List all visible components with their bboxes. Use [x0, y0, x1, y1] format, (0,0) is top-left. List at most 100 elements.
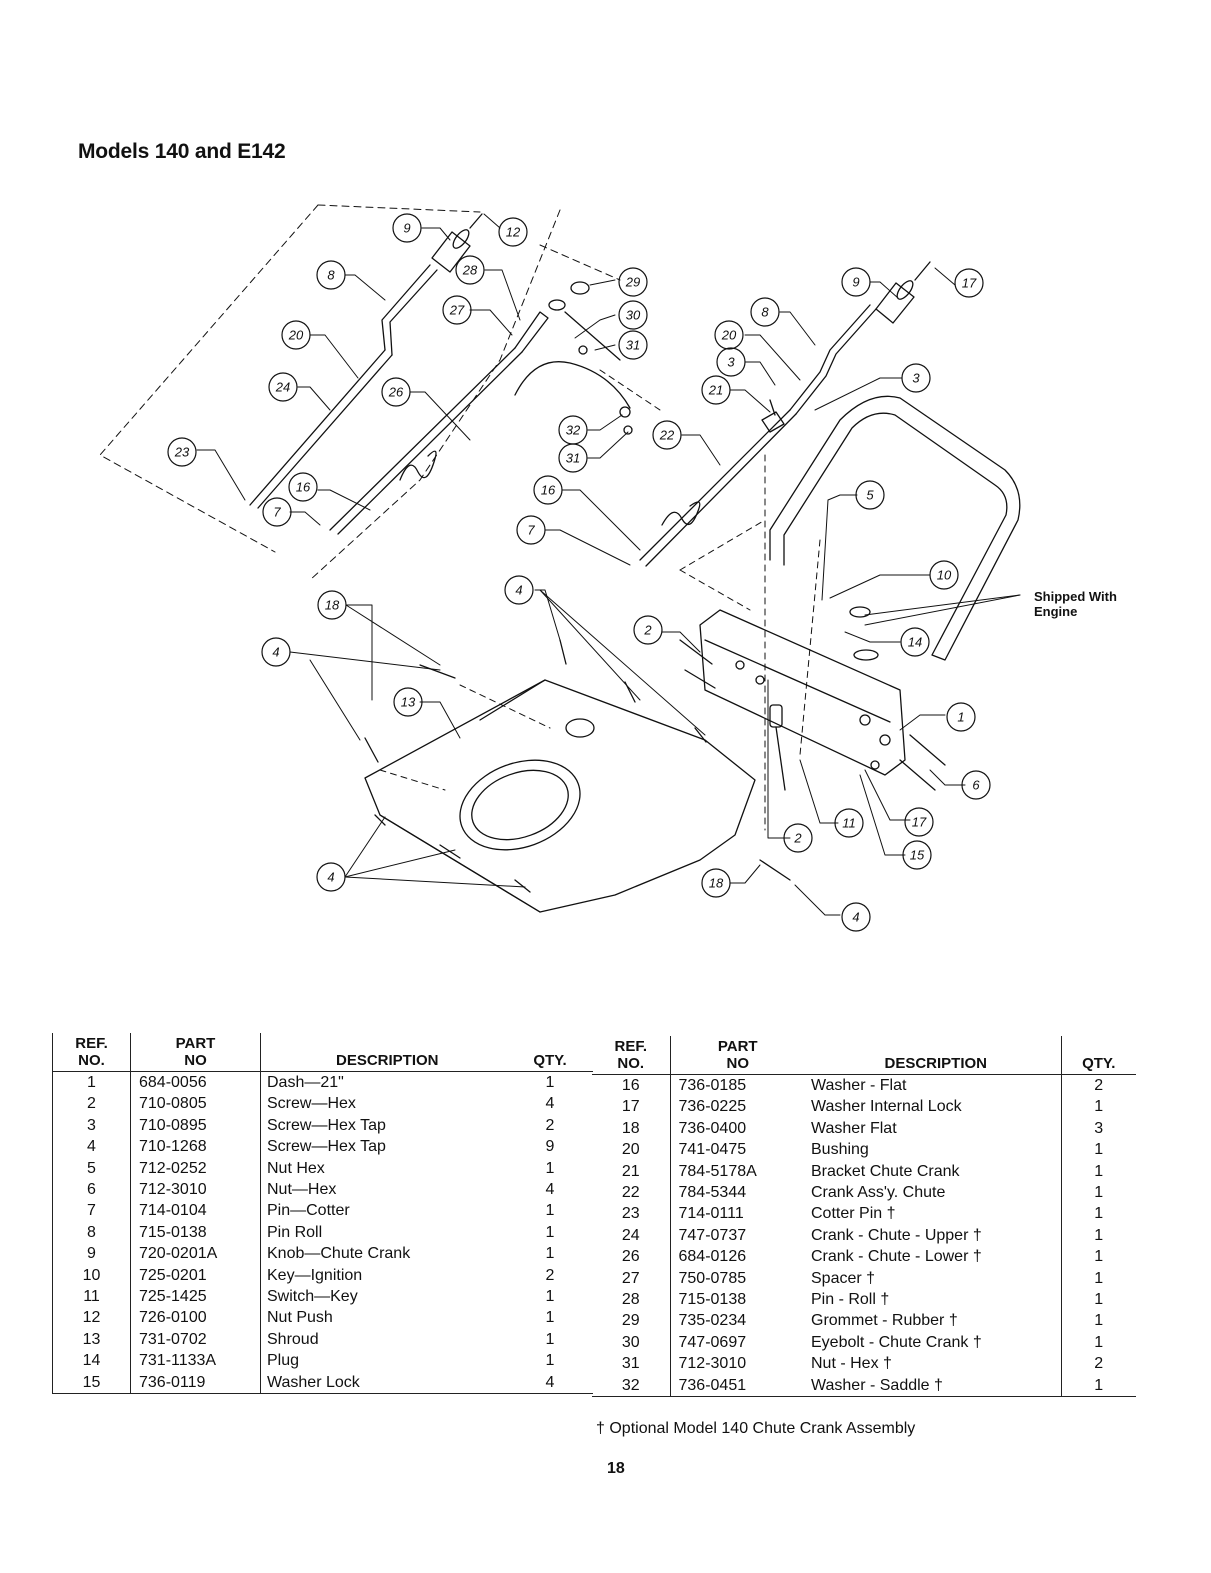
header-description: DESCRIPTION — [805, 1036, 1061, 1075]
description-cell: Nut Hex — [260, 1157, 508, 1180]
header-ref-no: REF.NO. — [52, 1033, 131, 1072]
description-cell: Crank Ass'y. Chute — [811, 1184, 946, 1202]
ref-no-cell: 11 — [83, 1288, 100, 1306]
header-description: DESCRIPTION — [260, 1033, 508, 1072]
ref-no-cell: 4 — [87, 1138, 96, 1156]
part-no-cell: 710-1268 — [130, 1136, 261, 1158]
callout-label: 2 — [793, 831, 802, 846]
qty-cell: 1 — [545, 1309, 555, 1327]
ref-no-cell: 15 — [82, 1373, 101, 1391]
header-qty: QTY. — [1060, 1036, 1136, 1075]
callout-label: 3 — [912, 371, 920, 386]
table-row: 20 741-0475 Bushing 1 — [592, 1139, 1136, 1161]
qty-cell: 1 — [1060, 1289, 1136, 1311]
optional-assembly-outline — [99, 204, 621, 581]
part-no-cell: 741-0475 — [669, 1139, 805, 1161]
qty-cell: 1 — [545, 1352, 555, 1370]
ref-no-cell: 12 — [82, 1309, 101, 1327]
callout-label: 12 — [506, 225, 521, 240]
qty-cell: 4 — [545, 1373, 555, 1391]
part-no-cell: 731-1133A — [130, 1350, 261, 1372]
ref-no-cell: 24 — [621, 1226, 640, 1244]
part-no-cell: 750-0785 — [669, 1267, 805, 1290]
part-no-cell: 725-1425 — [130, 1286, 261, 1308]
callout-label: 11 — [842, 816, 856, 831]
description-cell: Bushing — [811, 1141, 869, 1159]
upper-crank-rod — [249, 264, 438, 509]
description-cell: Pin Roll — [260, 1221, 508, 1244]
callout-label: 24 — [275, 380, 290, 395]
leader-lines — [196, 213, 1021, 916]
callout-label: 9 — [852, 275, 859, 290]
part-no-cell: 736-0119 — [130, 1371, 261, 1394]
part-no-cell: 731-0702 — [130, 1328, 261, 1351]
qty-cell: 1 — [1060, 1139, 1136, 1161]
part-no-cell: 710-0895 — [130, 1114, 261, 1137]
callout-label: 17 — [962, 276, 977, 291]
description-cell: Plug — [260, 1350, 508, 1372]
description-cell: Crank - Chute - Lower † — [811, 1248, 982, 1266]
qty-cell: 1 — [1060, 1267, 1136, 1290]
qty-cell: 1 — [1060, 1310, 1136, 1332]
part-no-cell: 715-0138 — [669, 1289, 805, 1311]
callout-label: 4 — [327, 870, 334, 885]
description-cell: Nut - Hex † — [811, 1355, 892, 1373]
ref-no-cell: 20 — [621, 1141, 640, 1159]
callout-label: 8 — [327, 268, 335, 283]
description-cell: Shroud — [260, 1328, 508, 1351]
description-cell: Washer Internal Lock — [811, 1098, 962, 1116]
callout-label: 7 — [273, 505, 281, 520]
callout-label: 14 — [908, 635, 922, 650]
part-no-cell: 784-5344 — [669, 1182, 805, 1204]
part-no-cell: 714-0104 — [130, 1200, 261, 1222]
callout-label: 32 — [566, 423, 581, 438]
description-cell: Nut—Hex — [260, 1179, 508, 1201]
part-no-cell: 712-3010 — [130, 1179, 261, 1201]
lower-crank-rod — [329, 311, 549, 535]
eyebolt-group — [548, 281, 633, 435]
callout-label: 18 — [709, 876, 724, 891]
part-no-cell: 710-0805 — [130, 1093, 261, 1115]
callout-label: 4 — [515, 583, 522, 598]
callout-label: 27 — [449, 303, 465, 318]
ref-no-cell: 22 — [621, 1184, 640, 1202]
callout-label: 31 — [626, 338, 640, 353]
callout-label: 10 — [937, 568, 952, 583]
description-cell: Washer - Flat — [811, 1077, 907, 1094]
qty-cell: 1 — [545, 1245, 555, 1263]
ref-no-cell: 14 — [82, 1352, 101, 1370]
qty-cell: 1 — [1060, 1331, 1136, 1354]
part-no-cell: 736-0225 — [669, 1096, 805, 1118]
callout-label: 18 — [325, 598, 340, 613]
ref-no-cell: 17 — [621, 1098, 640, 1116]
part-no-cell: 684-0126 — [669, 1246, 805, 1268]
part-no-cell: 714-0111 — [669, 1203, 805, 1225]
qty-cell: 4 — [545, 1095, 555, 1113]
callout-circles — [167, 213, 991, 932]
description-cell: Eyebolt - Chute Crank † — [811, 1333, 982, 1351]
callout-label: 4 — [852, 910, 859, 925]
ref-no-cell: 18 — [621, 1119, 640, 1137]
callout-label: 21 — [708, 383, 723, 398]
description-cell: Crank - Chute - Upper † — [811, 1226, 982, 1244]
callout-label: 6 — [972, 778, 980, 793]
callout-label: 8 — [761, 305, 769, 320]
part-no-cell: 725-0201 — [130, 1264, 261, 1287]
